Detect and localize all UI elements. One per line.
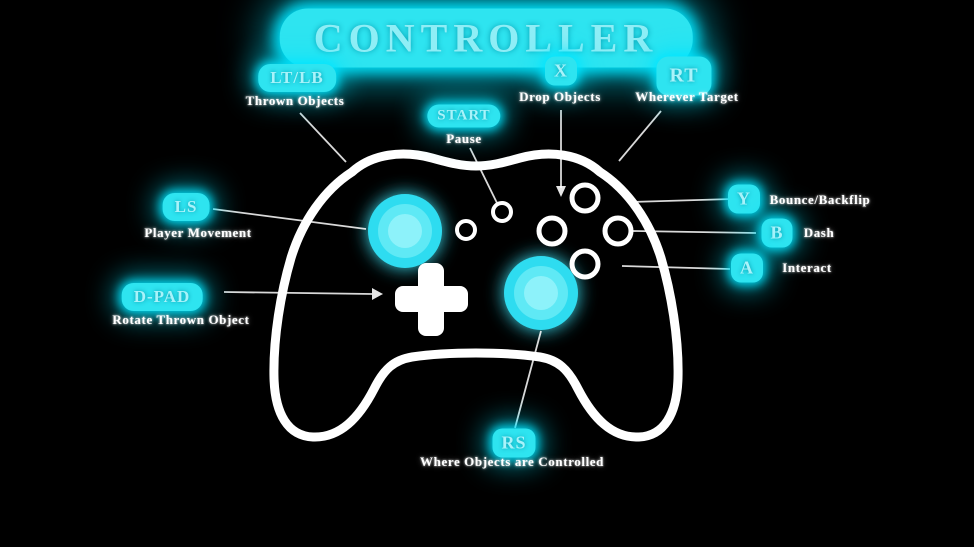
label-rs: Where Objects are Controlled: [420, 454, 604, 469]
arrowhead-x: [556, 186, 566, 197]
face-button-x: [536, 215, 568, 247]
controller-outline: [269, 149, 683, 442]
callout-line-ltlb: [299, 112, 347, 163]
badge-dpad: D-PAD: [121, 283, 203, 311]
label-b: Dash: [803, 225, 835, 240]
view-button: [455, 219, 477, 241]
badge-a: A: [731, 253, 763, 283]
face-button-a: [569, 248, 601, 280]
badge-rt: RT: [656, 56, 712, 96]
callout-line-y: [630, 198, 733, 203]
label-y: Bounce/Backflip: [769, 192, 871, 207]
left-stick: [368, 194, 442, 268]
label-start: Pause: [446, 131, 482, 146]
badge-x: X: [545, 56, 577, 86]
right-stick: [504, 256, 578, 330]
face-button-y: [569, 182, 601, 214]
badge-b: B: [761, 218, 793, 248]
callout-line-b: [632, 230, 757, 234]
label-rt: Wherever Target: [635, 89, 739, 104]
callout-line-rt: [618, 110, 662, 162]
badge-y: Y: [728, 184, 760, 214]
label-a: Interact: [782, 260, 832, 275]
face-button-b: [602, 215, 634, 247]
badge-rs: RS: [492, 428, 536, 458]
dpad: [395, 263, 468, 336]
label-lt-lb: Thrown Objects: [245, 93, 345, 108]
badge-lt-lb: LT/LB: [258, 64, 336, 92]
label-ls: Player Movement: [144, 225, 252, 240]
page-title: CONTROLLER: [279, 8, 693, 68]
label-dpad: Rotate Thrown Object: [112, 312, 250, 327]
label-x: Drop Objects: [519, 89, 601, 104]
callout-line-dpad: [223, 291, 373, 295]
menu-button: [491, 201, 513, 223]
badge-start: START: [427, 104, 501, 128]
callout-line-start: [469, 147, 498, 204]
callout-line-rs: [514, 330, 542, 429]
badge-ls: LS: [162, 193, 210, 221]
callout-line-ls: [212, 208, 367, 230]
callout-line-a: [621, 265, 731, 270]
arrowhead-dpad: [372, 288, 383, 300]
